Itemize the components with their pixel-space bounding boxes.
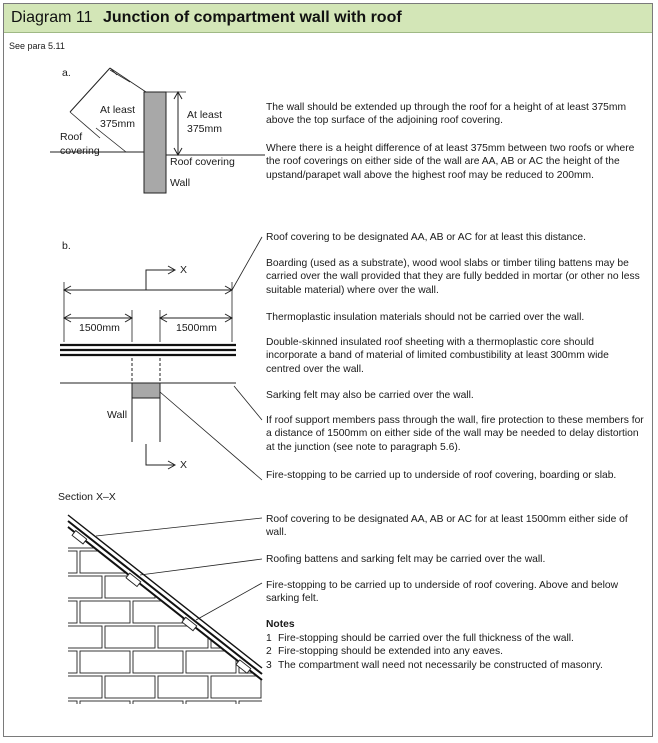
section-b-label-x-top: X (180, 264, 188, 276)
section-a-label-wall: Wall (170, 177, 191, 189)
diagram-header: Diagram 11 Junction of compartment wall … (4, 4, 652, 33)
section-a-text-2: Where there is a height difference of at… (266, 143, 635, 181)
section-a-label-at-least-left: At least 375mm (100, 104, 136, 130)
section-xx-text-3: Fire-stopping to be carried up to unders… (266, 580, 619, 605)
note-item: 3 The compartment wall need not necessar… (266, 659, 651, 672)
section-a-label: a. (62, 67, 71, 79)
note-text: The compartment wall need not necessaril… (278, 659, 603, 671)
section-a-text-1: The wall should be extended up through t… (266, 102, 627, 127)
note-number: 3 (266, 659, 272, 671)
section-b-label-1500-left: 1500mm (79, 322, 120, 334)
section-b-text-4: Double-skinned insulated roof sheeting w… (266, 337, 609, 375)
section-b-text-2: Boarding (used as a substrate), wood woo… (266, 258, 640, 296)
section-xx-text-1: Roof covering to be designated AA, AB or… (266, 514, 628, 539)
section-b-text-6: If roof support members pass through the… (266, 415, 644, 453)
note-number: 1 (266, 633, 272, 644)
note-number: 2 (266, 646, 272, 658)
section-b-text-1: Roof covering to be designated AA, AB or… (266, 232, 586, 243)
section-b-label-wall: Wall (107, 409, 128, 421)
section-b-label: b. (62, 240, 71, 252)
diagram-frame (3, 3, 653, 737)
section-b-text-5: Sarking felt may also be carried over th… (266, 390, 474, 401)
section-b-label-1500-right: 1500mm (176, 322, 217, 334)
note-text: Fire-stopping should be carried over the… (278, 633, 574, 644)
section-b-label-x-bottom: X (180, 459, 188, 471)
section-xx-label: Section X–X (58, 491, 116, 503)
section-b-text-3: Thermoplastic insulation materials shoul… (266, 312, 585, 323)
notes-list: 1 Fire-stopping should be carried over t… (266, 632, 651, 672)
section-a-label-roof-covering-left: Roof covering (60, 131, 100, 157)
section-a-label-at-least-right: At least 375mm (187, 109, 223, 135)
note-item: 1 Fire-stopping should be carried over t… (266, 632, 651, 645)
diagram-number: Diagram 11 (11, 9, 93, 26)
section-xx-text-2: Roofing battens and sarking felt may be … (266, 554, 546, 565)
notes-heading: Notes (266, 619, 295, 630)
section-b-text-7: Fire-stopping to be carried up to unders… (266, 470, 617, 481)
note-text: Fire-stopping should be extended into an… (278, 646, 503, 658)
diagram-title: Junction of compartment wall with roof (103, 9, 402, 26)
note-item: 2 Fire-stopping should be extended into … (266, 645, 651, 658)
see-para-reference: See para 5.11 (9, 41, 65, 51)
section-a-label-roof-covering-right: Roof covering (170, 156, 235, 168)
